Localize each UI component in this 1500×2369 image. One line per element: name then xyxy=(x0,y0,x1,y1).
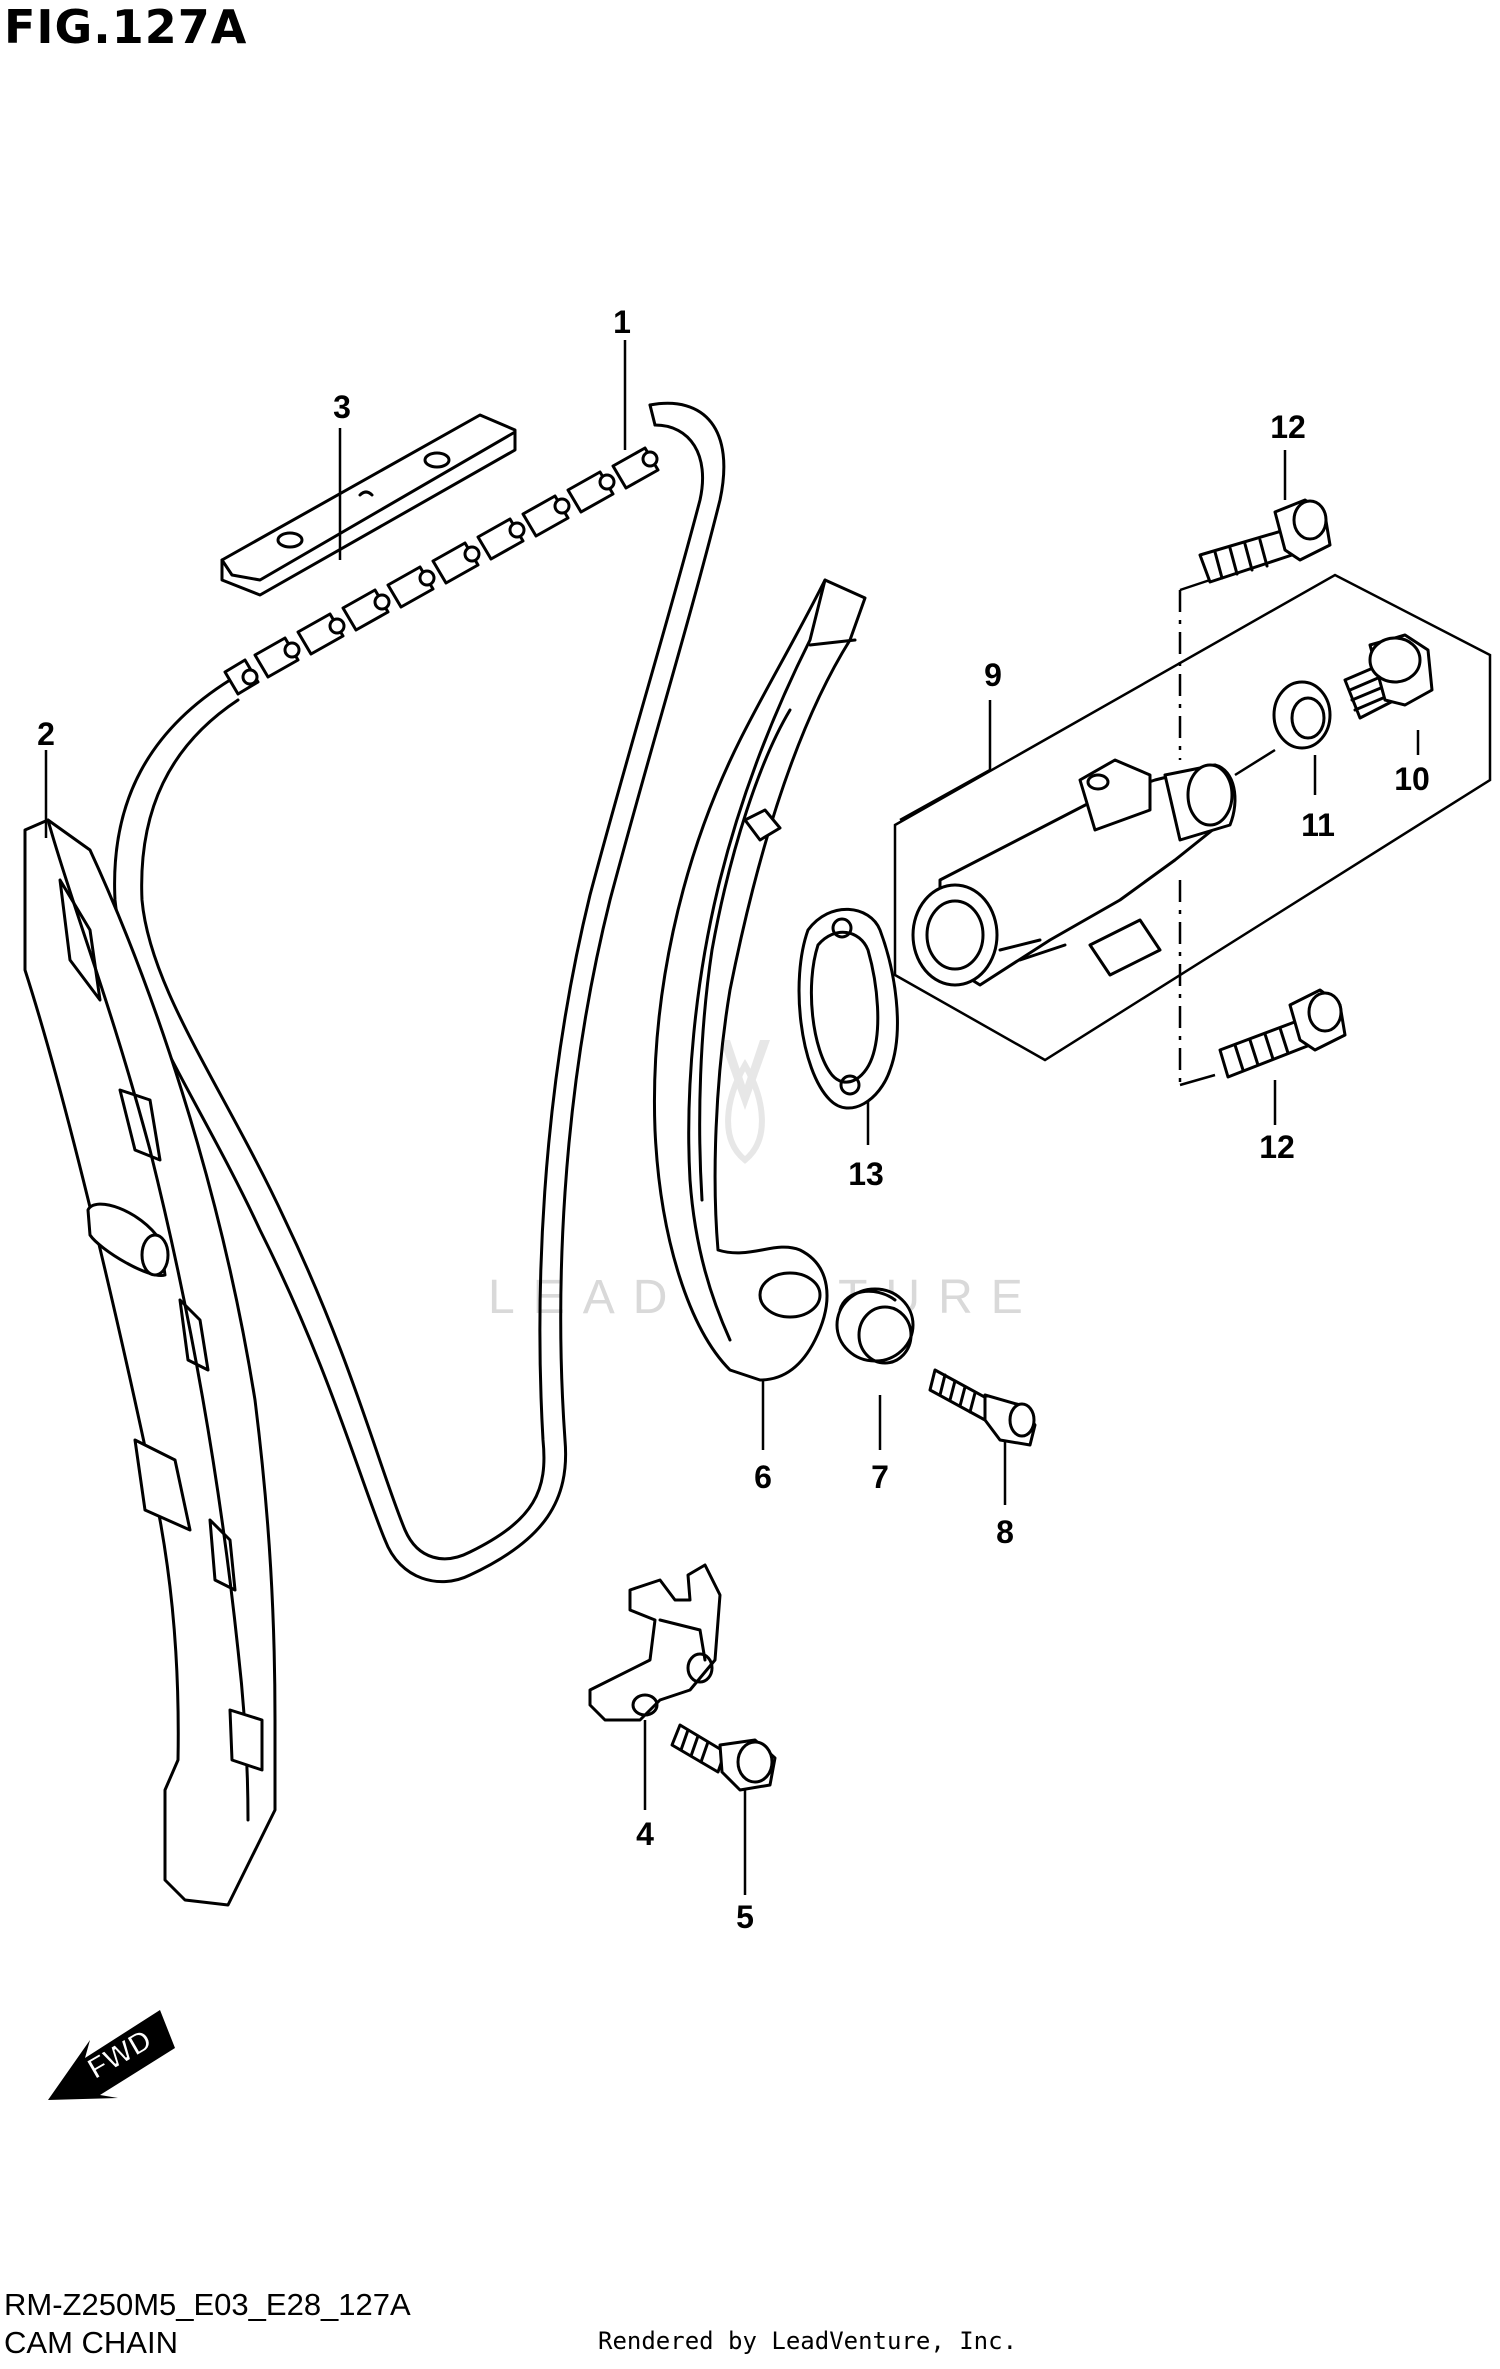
callout-6: 6 xyxy=(754,1459,772,1495)
callout-2: 2 xyxy=(37,716,55,752)
part-5-flange-bolt xyxy=(670,1723,777,1792)
section-name: CAM CHAIN xyxy=(4,2325,178,2360)
leader-lines xyxy=(44,340,1420,1895)
part-6-chain-guide-front xyxy=(653,578,867,1382)
part-2-chain-guide-rear xyxy=(23,818,277,1907)
part-9-cam-chain-tensioner xyxy=(911,578,1276,1087)
callout-12-upper: 12 xyxy=(1270,409,1306,445)
fwd-arrow-icon: FWD xyxy=(48,2010,175,2100)
callout-10: 10 xyxy=(1394,761,1430,797)
callout-1: 1 xyxy=(613,304,631,340)
callout-4: 4 xyxy=(636,1816,654,1852)
model-code: RM-Z250M5_E03_E28_127A xyxy=(4,2287,411,2322)
callout-11: 11 xyxy=(1301,807,1335,843)
part-7-bushing xyxy=(835,1287,915,1365)
callout-12-lower: 12 xyxy=(1259,1129,1295,1165)
part-9-tensioner-box xyxy=(893,573,1492,1062)
part-12-bolt-lower xyxy=(1218,988,1347,1079)
part-3-chain-guide-strip xyxy=(220,413,517,597)
part-11-washer xyxy=(1272,680,1332,750)
part-13-gasket xyxy=(797,907,899,1110)
figure-title: FIG.127A xyxy=(4,0,248,54)
callout-7: 7 xyxy=(871,1459,889,1495)
callout-13: 13 xyxy=(848,1156,884,1192)
callout-3: 3 xyxy=(333,389,351,425)
callout-5: 5 xyxy=(736,1899,754,1935)
part-4-bracket xyxy=(588,1563,722,1722)
render-credit: Rendered by LeadVenture, Inc. xyxy=(598,2327,1018,2355)
part-12-bolt-upper xyxy=(1198,498,1332,584)
part-8-bolt xyxy=(928,1368,1037,1447)
part-10-plug-bolt xyxy=(1343,633,1434,720)
callout-8: 8 xyxy=(996,1514,1014,1550)
callout-9: 9 xyxy=(984,657,1002,693)
leadventure-watermark-logo xyxy=(720,1040,770,1164)
